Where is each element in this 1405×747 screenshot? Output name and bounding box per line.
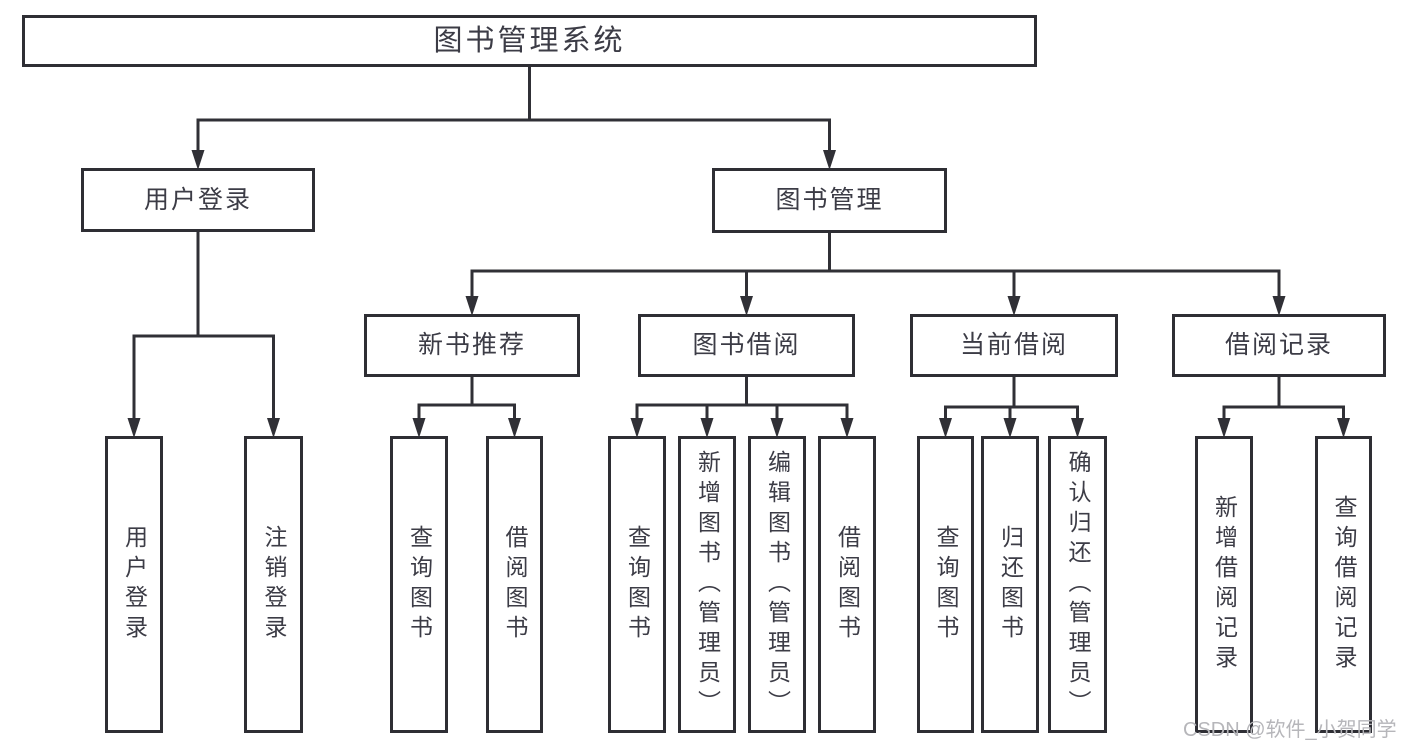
node-current: 当前借阅: [910, 314, 1118, 377]
node-login-1: 用户登录: [105, 436, 163, 733]
arrowhead-icon: [191, 150, 205, 170]
arrowhead-icon: [823, 150, 836, 170]
node-records: 借阅记录: [1172, 314, 1386, 377]
arrowhead-icon: [267, 418, 280, 438]
arrowhead-icon: [840, 418, 854, 438]
node-rec-2: 借阅图书: [486, 436, 543, 733]
node-label-borrow-1: 查询图书: [624, 524, 651, 645]
arrowhead-icon: [1071, 418, 1084, 438]
arrowhead-icon: [740, 296, 753, 316]
node-label-login-2: 注销登录: [261, 524, 287, 645]
node-label-borrow-2: 新增图书（管理员）: [694, 449, 721, 720]
node-borrow-2: 新增图书（管理员）: [678, 436, 736, 733]
arrowhead-icon: [1003, 418, 1017, 438]
node-current-1: 查询图书: [917, 436, 974, 733]
arrowhead-icon: [127, 418, 141, 438]
arrowhead-icon: [700, 418, 714, 438]
arrowhead-icon: [770, 418, 784, 438]
node-label-login-1: 用户登录: [121, 524, 148, 645]
node-label-borrow-4: 借阅图书: [834, 524, 861, 645]
node-label-borrow-3: 编辑图书（管理员）: [764, 449, 791, 720]
node-label-mgmt: 图书管理: [775, 186, 884, 214]
node-label-root: 图书管理系统: [433, 24, 626, 57]
node-records-1: 新增借阅记录: [1195, 436, 1253, 733]
node-label-current-1: 查询图书: [933, 524, 959, 645]
arrowhead-icon: [1272, 296, 1286, 316]
node-label-records-1: 新增借阅记录: [1211, 494, 1238, 675]
node-label-current-3: 确认归还（管理员）: [1065, 449, 1091, 720]
node-records-2: 查询借阅记录: [1315, 436, 1372, 733]
arrowhead-icon: [1217, 418, 1231, 438]
watermark: CSDN @软件_小贺同学: [1183, 719, 1397, 741]
arrowhead-icon: [1337, 418, 1350, 438]
node-label-login: 用户登录: [143, 185, 252, 214]
node-label-rec-2: 借阅图书: [502, 524, 528, 645]
node-borrow: 图书借阅: [638, 314, 855, 377]
node-rec-1: 查询图书: [390, 436, 448, 733]
node-borrow-4: 借阅图书: [818, 436, 876, 733]
node-current-2: 归还图书: [981, 436, 1039, 733]
arrowhead-icon: [1007, 296, 1021, 316]
arrowhead-icon: [630, 418, 644, 438]
arrowhead-icon: [939, 418, 952, 438]
arrowhead-icon: [412, 418, 426, 438]
node-rec: 新书推荐: [364, 314, 580, 377]
node-borrow-3: 编辑图书（管理员）: [748, 436, 806, 733]
node-root: 图书管理系统: [22, 15, 1037, 67]
node-label-borrow: 图书借阅: [692, 331, 801, 359]
node-current-3: 确认归还（管理员）: [1048, 436, 1107, 733]
node-label-rec-1: 查询图书: [406, 524, 433, 645]
node-login: 用户登录: [81, 168, 315, 232]
node-borrow-1: 查询图书: [608, 436, 666, 733]
node-label-rec: 新书推荐: [417, 331, 526, 359]
arrowhead-icon: [465, 296, 479, 316]
node-label-records: 借阅记录: [1224, 331, 1333, 359]
node-label-current: 当前借阅: [959, 331, 1068, 359]
node-label-records-2: 查询借阅记录: [1331, 494, 1357, 675]
node-login-2: 注销登录: [244, 436, 303, 733]
arrowhead-icon: [508, 418, 521, 438]
node-mgmt: 图书管理: [712, 168, 947, 233]
node-label-current-2: 归还图书: [997, 524, 1024, 645]
